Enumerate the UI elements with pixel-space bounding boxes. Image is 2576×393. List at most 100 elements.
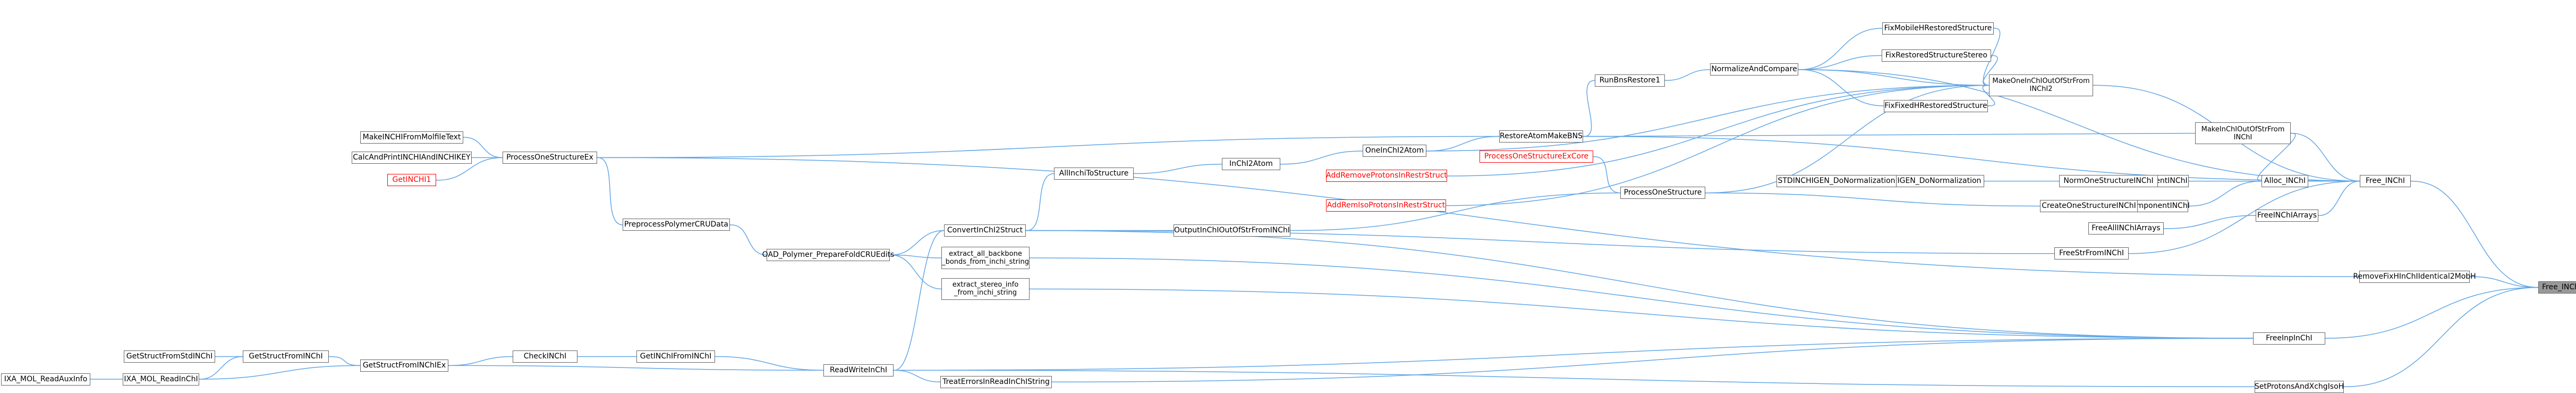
graph-node-label: GetStructFromINChI (249, 352, 323, 361)
graph-node-label: FixFixedHRestoredStructure (1884, 101, 1987, 110)
edge-normalizeandcompare-free_inchi (1794, 67, 2360, 182)
graph-node-processonestructureexcore[interactable]: ProcessOneStructureExCore (1480, 150, 1593, 163)
graph-node-label: CheckINChI (523, 352, 567, 361)
graph-node-fixmobilehrestoredstructure[interactable]: FixMobileHRestoredStructure (1882, 22, 1994, 35)
graph-node-ixa-mol-readinchi[interactable]: IXA_MOL_ReadInChI (123, 373, 199, 386)
graph-node-label: ProcessOneStructureEx (506, 153, 593, 162)
graph-node-label: FixMobileHRestoredStructure (1884, 23, 1992, 32)
graph-node-fixfixedhrestoredstructure[interactable]: FixFixedHRestoredStructure (1884, 99, 1988, 112)
edge-readwinteinchi-convertinchi2struct (889, 230, 945, 373)
graph-node-makeinchicalcandprintinchiandinchikey[interactable]: CalcAndPrintINCHIAndINCHIKEY (352, 151, 472, 164)
graph-node-checkinchi[interactable]: CheckINChI (513, 350, 577, 363)
graph-node-label: FixRestoredStructureStereo (1885, 51, 1987, 60)
graph-node-label: Alloc_INChI (2264, 177, 2306, 186)
graph-node-normonestructureinchi[interactable]: NormOneStructureINChI (2059, 175, 2158, 188)
graph-node-removefixhinchiidentical2mobh[interactable]: RemoveFixHInChIIdentical2MobH (2353, 270, 2476, 283)
graph-node-ixa-mol-readauxinfo[interactable]: IXA_MOL_ReadAuxInfo (1, 373, 90, 386)
edge-convertinchi2struct-allinchitostructure (1022, 173, 1055, 233)
graph-node-label: extract_all_backbone (949, 249, 1022, 258)
edge-getinchifrominchi-readwinteinchi (711, 354, 824, 371)
graph-node-label: OneInChI2Atom (1365, 146, 1424, 155)
graph-node-freeinpinchi[interactable]: FreeInpInChI (2253, 332, 2325, 345)
graph-node-label: MakeInChIOutOfStrFrom (2201, 125, 2285, 133)
graph-node-label: AllInchiToStructure (1059, 169, 1129, 178)
graph-node-label: GetStructFromStdINChI (126, 352, 213, 361)
graph-node-stdinchigen-donormalization[interactable]: STDINCHIGEN_DoNormalization (1776, 175, 1897, 188)
graph-node-inchinormalization[interactable]: INCHIGEN_DoNormalization (1876, 175, 1984, 188)
graph-node-convertinchi2struct[interactable]: ConvertInChI2Struct (944, 224, 1026, 237)
edge-extract_all_backbone-freeinpinchi (1025, 255, 2254, 339)
graph-node-getinchi1[interactable]: GetINCHI1 (387, 174, 436, 187)
edge-oneinchi2atom-restoreatommakebns (1422, 136, 1500, 153)
graph-node-label: NormalizeAndCompare (1711, 65, 1797, 74)
graph-node-alloc-inchi[interactable]: Alloc_INChI (2262, 175, 2308, 188)
graph-node-inchi2atom[interactable]: InChI2Atom (1222, 158, 1280, 171)
edge-freestrfrominchi-free_inchi (2124, 180, 2360, 256)
edge-makeinchioutofstrfrominchi-free_inchi (2286, 131, 2360, 182)
graph-node-getstructfrominchiex[interactable]: GetStructFromINChIEx (360, 359, 448, 372)
edge-createonecomponentinchi-alloc_inchi (2184, 180, 2262, 208)
edge-makeinchifrommolfiletext-processonestructureex (459, 135, 503, 158)
edge-readwinteinchi-freeinpinchi (889, 338, 2254, 373)
graph-node-freeinchiarrays[interactable]: FreeINChIArrays (2256, 209, 2318, 222)
graph-node-label: _bonds_from_inchi_string (942, 257, 1029, 266)
graph-node-allinchitostructure[interactable]: AllInchiToStructure (1054, 167, 1134, 180)
graph-node-fixrestoredstructurestereo[interactable]: FixRestoredStructureStereo (1882, 49, 1991, 62)
graph-node-label: SetProtonsAndXchgIsoH (2254, 382, 2344, 391)
graph-node-restoreatommakebns[interactable]: RestoreAtomMakeBNS (1499, 130, 1583, 143)
graph-node-label: OutputInChIOutOfStrFromINChI (1174, 225, 1290, 235)
graph-node-label: MakeOneInChIOutOfStrFrom (1992, 77, 2090, 86)
graph-node-oad-polymer-preparefoldcrusedits[interactable]: OAD_Polymer_PrepareFoldCRUEdits (762, 248, 894, 261)
graph-node-label: NormOneStructureINChI (2063, 177, 2154, 186)
graph-node-getinchifrominchi[interactable]: GetINChIFromINChI (636, 350, 715, 363)
graph-node-label: RemoveFixHInChIIdentical2MobH (2353, 272, 2476, 281)
edge-ixa_mol_readinchi-getstructfrominchiex (195, 365, 361, 382)
edge-addremoveprotonsinrestrstruct-makeoneinchioutofstrfrominchi2 (1443, 85, 1990, 178)
graph-node-label: extract_stereo_info (952, 281, 1019, 289)
graph-node-getstructfromstdinchi[interactable]: GetStructFromStdINChI (124, 350, 215, 363)
edge-restoreatommakebns-runbnsrestore1 (1579, 80, 1595, 139)
graph-node-processonestructure[interactable]: ProcessOneStructure (1620, 187, 1705, 199)
graph-node-freestrfrominchi[interactable]: FreeStrFromINChI (2054, 247, 2129, 260)
graph-node-free-inchi-members[interactable]: Free_INChI_Members (2538, 281, 2576, 294)
edge-getstructfrominchiex-readwinteinchi (444, 363, 824, 371)
graph-node-addremoveprotonsinrestrstruct[interactable]: AddRemoveProtonsInRestrStruct (1326, 170, 1447, 182)
graph-node-label: GetStructFromINChIEx (362, 361, 446, 370)
graph-node-readwinteinchi[interactable]: ReadWriteInChI (823, 364, 894, 377)
graph-node-preprocesspolymercrudata[interactable]: PreprocessPolymerCRUData (623, 219, 730, 231)
graph-node-extract-all-backbone[interactable]: extract_all_backbone_bonds_from_inchi_st… (941, 247, 1030, 269)
graph-node-label: AddRemoveProtonsInRestrStruct (1326, 171, 1447, 180)
graph-node-createonestructureinchi[interactable]: CreateOneStructureINChI (2040, 199, 2138, 212)
edge-normalizeandcompare-fixrestoredstructurestereo (1794, 55, 1882, 72)
graph-node-getstructfrominchi[interactable]: GetStructFromINChI (243, 350, 329, 363)
edge-outputinchioutofstrfrominchi-processonestructure (1286, 192, 1621, 233)
graph-node-extract-stereo-info[interactable]: extract_stereo_info_from_inchi_string (941, 278, 1030, 300)
graph-node-runbnsrestore1[interactable]: RunBnsRestore1 (1595, 74, 1665, 87)
graph-node-free-inchi[interactable]: Free_INChI (2360, 175, 2411, 188)
graph-node-normalizeandcompare[interactable]: NormalizeAndCompare (1710, 63, 1798, 76)
edge-convertinchi2struct-freeinpinchi (1022, 228, 2254, 339)
graph-node-label: CreateOneStructureINChI (2042, 201, 2136, 210)
graph-node-outputinchioutofstrfrominchi[interactable]: OutputInChIOutOfStrFromINChI (1174, 224, 1290, 237)
edge-addremisoprotonsinrestrstruct-makeoneinchioutofstrfrominchi2 (1442, 85, 1990, 208)
edge-removefixhinchiidentical2mobh-free_inchi_members (2466, 274, 2539, 288)
edge-readwinteinchi-setprotonsandxchgisoh (889, 368, 2255, 387)
edge-readwinteinchi-treaterrorsinreadinchistring (889, 368, 941, 383)
graph-node-label: PreprocessPolymerCRUData (624, 220, 728, 229)
edge-getstructfrominchiex-checkinchi (444, 356, 513, 368)
graph-node-processonestructureex[interactable]: ProcessOneStructureEx (503, 151, 597, 164)
graph-node-setprotonsandxchgisoh[interactable]: SetProtonsAndXchgIsoH (2254, 380, 2344, 393)
graph-node-treaterrorsinreadinchistring[interactable]: TreatErrorsInReadInChIString (940, 375, 1052, 388)
edge-normalizeandcompare-fixfixedhrestoredstructure (1794, 67, 1884, 106)
edge-oad_polymer_preparefoldcrusedits-extract_stereo_info (886, 253, 942, 290)
graph-node-freeallinchiarrays[interactable]: FreeAllINChIArrays (2088, 222, 2164, 235)
graph-node-makeinchifrommolfiletext[interactable]: MakeINCHIFromMolfileText (360, 131, 463, 144)
edge-processonestructure-createonestructureinchi (1701, 190, 2041, 207)
edge-fixrestoredstructurestereo-makeoneinchioutofstrfrominchi2 (1983, 53, 1998, 86)
graph-node-addremisoprotonsinrestrstruct[interactable]: AddRemIsoProtonsInRestrStruct (1326, 199, 1446, 212)
graph-node-label: IXA_MOL_ReadAuxInfo (4, 374, 88, 383)
graph-node-oneinchi2atom[interactable]: OneInChI2Atom (1363, 145, 1426, 157)
